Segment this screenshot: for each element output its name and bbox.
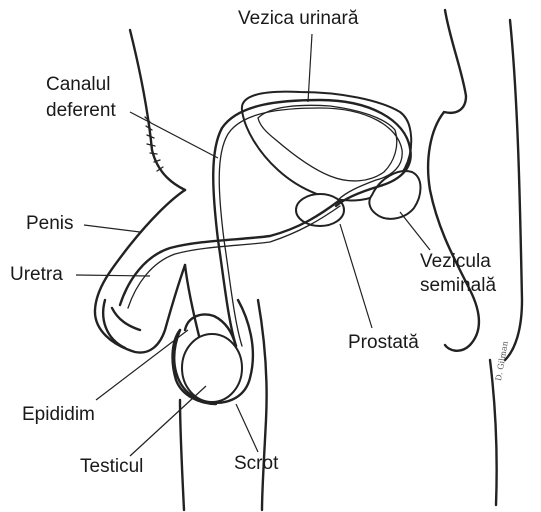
leader-testicul	[130, 386, 206, 456]
leg-right-outline	[258, 300, 267, 510]
label-vezica-urinara-text: Vezica urinară	[238, 8, 358, 29]
label-vezica-urinara: Vezica urinară	[238, 8, 358, 30]
label-canalul-deferent: Canalul deferent	[46, 72, 116, 124]
leader-scrot	[236, 404, 258, 452]
label-uretra: Uretra	[10, 264, 63, 286]
leader-penis	[84, 225, 140, 232]
label-penis: Penis	[26, 213, 74, 235]
leg-right-outline-2	[490, 360, 497, 505]
testis	[182, 334, 242, 402]
leader-prostata	[340, 224, 372, 328]
back-outline	[428, 10, 479, 351]
label-prostata-text: Prostată	[348, 332, 419, 353]
label-vezicula-seminala: Vezicula seminală	[420, 250, 496, 298]
label-prostata: Prostată	[348, 332, 419, 354]
back-outline-right	[505, 20, 522, 360]
label-canalul-line2: deferent	[46, 98, 116, 124]
penis-outline	[95, 190, 185, 353]
thigh-outline	[185, 265, 200, 340]
leg-left-outline	[180, 400, 184, 510]
label-testicul: Testicul	[80, 456, 143, 478]
label-epididim: Epididim	[22, 404, 95, 426]
label-vezicula-line1: Vezicula	[420, 250, 496, 274]
label-scrot: Scrot	[234, 453, 278, 475]
leader-canalul	[130, 112, 218, 158]
label-scrot-text: Scrot	[234, 453, 278, 474]
leader-uretra	[76, 275, 150, 276]
leader-vezicula	[400, 212, 430, 250]
label-testicul-text: Testicul	[80, 456, 143, 477]
label-vezicula-line2: seminală	[420, 274, 496, 298]
prostate	[296, 194, 344, 226]
label-epididim-text: Epididim	[22, 404, 95, 425]
label-penis-text: Penis	[26, 213, 74, 234]
label-uretra-text: Uretra	[10, 264, 63, 285]
glans-outline	[103, 300, 140, 348]
label-canalul-line1: Canalul	[46, 72, 116, 98]
body-outline-front	[130, 30, 185, 190]
